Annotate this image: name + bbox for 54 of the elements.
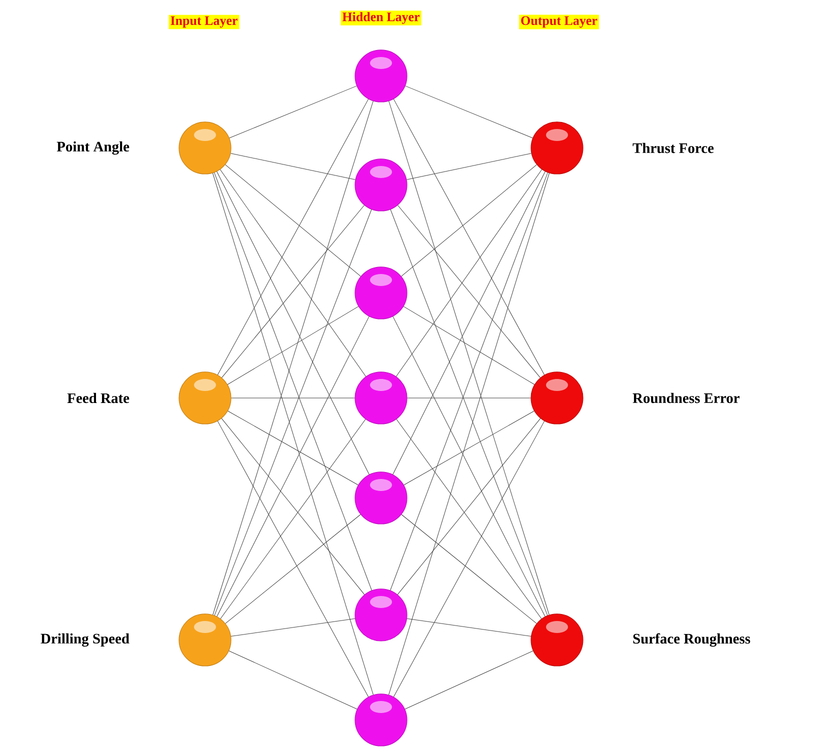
- connection-line: [393, 420, 545, 698]
- neuron-ball: [530, 372, 584, 424]
- neuron-ball: [354, 50, 408, 102]
- connection-line: [229, 86, 357, 138]
- connection-line: [217, 98, 369, 376]
- connection-line: [405, 86, 533, 138]
- connection-line: [216, 316, 370, 617]
- node-label: Thrust Force: [632, 142, 714, 154]
- connection-line: [401, 164, 537, 276]
- connection-line: [227, 306, 359, 385]
- neuron-ball: [354, 472, 408, 524]
- connection-line: [388, 172, 550, 696]
- connection-line: [230, 153, 356, 180]
- connection-line: [404, 410, 534, 486]
- connection-line: [216, 171, 370, 475]
- connection-line: [220, 169, 366, 377]
- neuron-ball: [354, 372, 408, 424]
- connection-line: [388, 100, 550, 616]
- neuron-ball: [354, 158, 408, 212]
- neuron-ball: [530, 614, 584, 666]
- connection-line: [392, 316, 546, 617]
- neuron-ball: [178, 372, 232, 424]
- node-label: Feed Rate: [67, 392, 130, 404]
- connection-line: [396, 169, 542, 377]
- connection-line: [403, 306, 535, 385]
- node-label: Point Angle: [56, 141, 130, 155]
- connection-line: [217, 420, 369, 698]
- connection-line: [230, 618, 356, 637]
- connection-line: [225, 164, 361, 276]
- connection-line: [392, 171, 546, 475]
- neuron-ball: [178, 614, 232, 666]
- connection-line: [222, 205, 364, 378]
- connection-line: [404, 650, 534, 710]
- connection-line: [393, 98, 545, 376]
- neuron-ball: [354, 588, 408, 642]
- node-label: Roundness Error: [632, 392, 740, 404]
- neuron-ball: [354, 266, 408, 320]
- neuron-ball: [530, 122, 584, 174]
- connection-line: [228, 650, 358, 710]
- connection-line: [406, 618, 532, 637]
- connection-line: [401, 514, 537, 624]
- connection-line: [228, 410, 358, 486]
- connection-line: [398, 205, 540, 378]
- connection-line: [406, 153, 532, 180]
- connection-line: [212, 100, 374, 616]
- layer-heading: Hidden Layer: [340, 10, 422, 26]
- connection-line: [225, 514, 361, 624]
- node-label: Surface Roughness: [633, 633, 750, 647]
- node-label: Drilling Speed: [40, 633, 130, 647]
- layer-heading: Input Layer: [168, 14, 240, 30]
- neuron-ball: [354, 694, 408, 746]
- layer-heading: Output Layer: [519, 14, 599, 30]
- neuron-ball: [178, 122, 232, 174]
- connection-line: [212, 172, 374, 696]
